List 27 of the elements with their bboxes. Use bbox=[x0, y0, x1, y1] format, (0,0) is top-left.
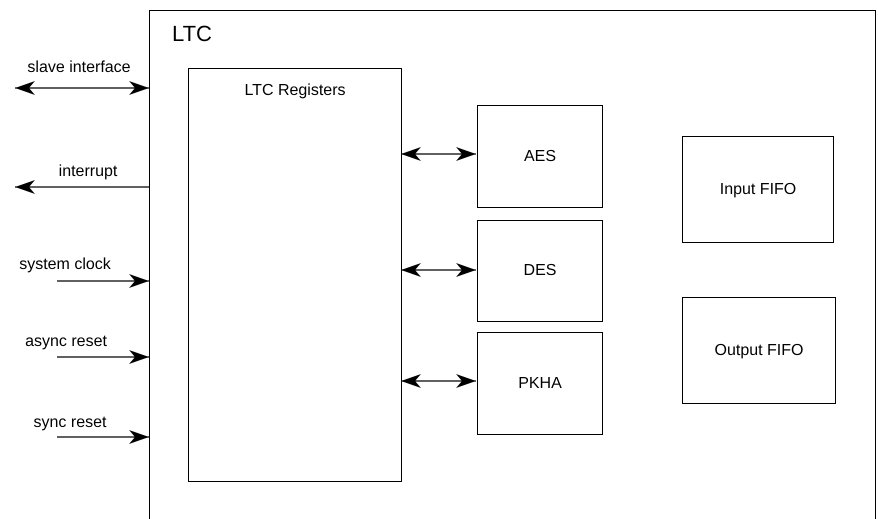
arrow bbox=[57, 350, 149, 364]
signal-label: system clock bbox=[18, 255, 112, 275]
module-label: Output FIFO bbox=[714, 340, 804, 360]
block-title: LTC bbox=[172, 23, 212, 45]
module-box bbox=[477, 105, 603, 208]
arrow bbox=[15, 81, 149, 95]
arrow bbox=[401, 263, 476, 277]
signal-label: interrupt bbox=[58, 162, 118, 182]
signal-label: sync reset bbox=[32, 413, 108, 433]
signal-label: slave interface bbox=[26, 58, 132, 78]
module-label: DES bbox=[522, 261, 558, 281]
arrow bbox=[401, 147, 476, 161]
arrow bbox=[57, 430, 149, 444]
module-box bbox=[682, 297, 836, 404]
arrow bbox=[401, 374, 476, 388]
module-label: AES bbox=[522, 146, 557, 166]
module-label: LTC Registers bbox=[243, 81, 347, 101]
arrow bbox=[15, 180, 149, 194]
module-box bbox=[477, 220, 603, 322]
arrow bbox=[57, 274, 149, 288]
signal-label: async reset bbox=[24, 332, 108, 352]
module-box bbox=[188, 68, 402, 482]
module-box bbox=[682, 136, 834, 243]
module-label: Input FIFO bbox=[718, 180, 798, 200]
module-label: PKHA bbox=[517, 374, 563, 394]
module-box bbox=[477, 332, 603, 435]
block-outline bbox=[149, 10, 876, 519]
